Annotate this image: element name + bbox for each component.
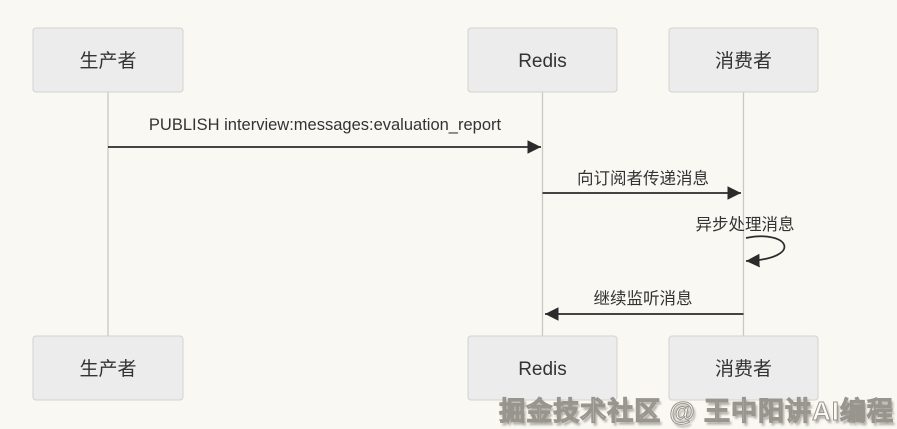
- actor-top-producer: 生产者: [32, 27, 184, 93]
- actor-label-consumer: 消费者: [715, 50, 772, 72]
- actor-label-producer: 生产者: [79, 358, 136, 380]
- actor-label-redis: Redis: [518, 359, 567, 380]
- actor-box: [32, 335, 184, 401]
- actor-box: [467, 27, 618, 93]
- actor-box: [668, 335, 819, 401]
- actor-bottom-consumer: 消费者: [668, 335, 819, 401]
- actor-label-producer: 生产者: [79, 50, 136, 72]
- actor-label-consumer: 消费者: [715, 358, 772, 380]
- actor-box: [32, 27, 184, 93]
- message-label-async: 异步处理消息: [696, 215, 795, 234]
- actor-box: [668, 27, 819, 93]
- actor-top-consumer: 消费者: [668, 27, 819, 93]
- actor-bottom-redis: Redis: [467, 335, 618, 401]
- message-label-publish: PUBLISH interview:messages:evaluation_re…: [149, 116, 502, 134]
- actor-bottom-producer: 生产者: [32, 335, 184, 401]
- actor-label-redis: Redis: [518, 51, 567, 72]
- message-label-deliver: 向订阅者传递消息: [577, 169, 709, 188]
- message-label-listen: 继续监听消息: [594, 289, 693, 308]
- message-selfloop-async: [745, 235, 786, 268]
- watermark: 掘金技术社区 @ 王中阳讲AI编程: [499, 396, 894, 427]
- actor-top-redis: Redis: [467, 27, 618, 93]
- actor-box: [467, 335, 618, 401]
